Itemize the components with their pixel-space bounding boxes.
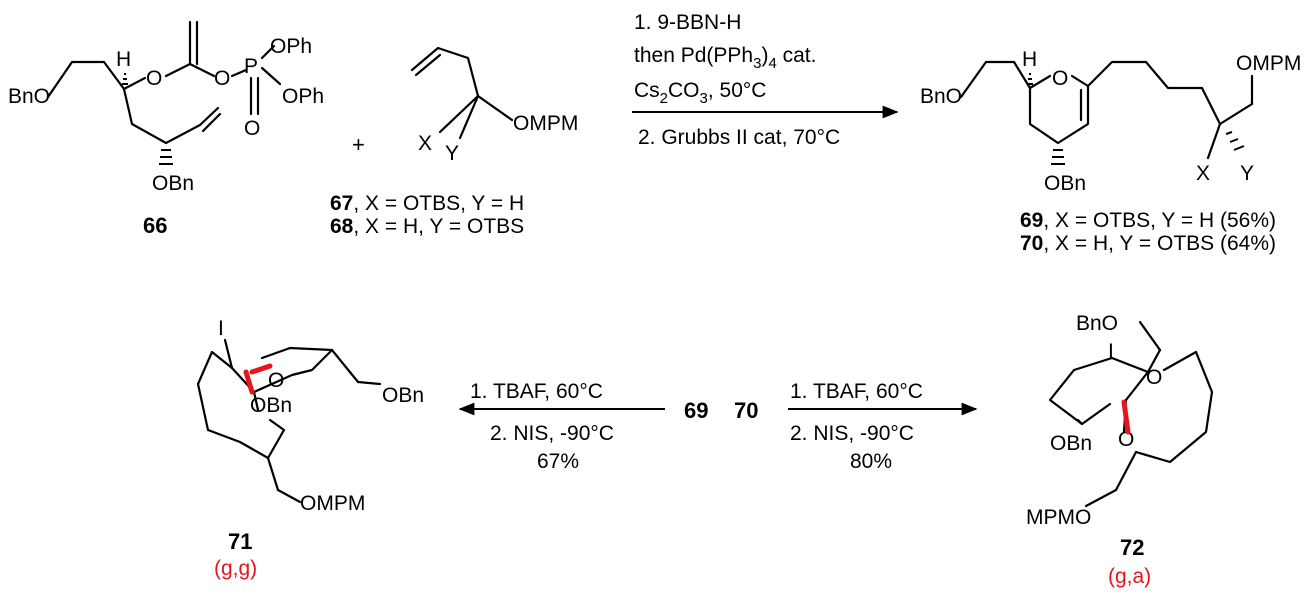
reagent-right-line1: 1. TBAF, 60°C [790, 380, 923, 403]
atom-obn-71b: OBn [250, 394, 292, 417]
reagent-left-line1: 1. TBAF, 60°C [470, 380, 603, 403]
atom-ompm-69: OMPM [1236, 52, 1301, 75]
atom-oph-66a: OPh [270, 35, 312, 58]
conformation-72: (g,a) [1108, 565, 1151, 588]
atom-obn-66: OBn [152, 172, 194, 195]
atom-bno-72: BnO [1076, 312, 1118, 335]
atom-obn-72: OBn [1050, 432, 1092, 455]
atom-h-66: H [116, 48, 131, 71]
reagent-left-line2: 2. NIS, -90°C [490, 422, 614, 445]
atom-o-66c: O [244, 117, 260, 140]
hashed-bond-66-obn [159, 149, 173, 165]
label-69-mid: 69 [684, 398, 708, 423]
atom-bno-66: BnO [8, 85, 50, 108]
highlighted-bond-72 [1121, 399, 1131, 435]
molecule-69-70: BnO H O OBn OMPM X Y 69, X = [920, 48, 1301, 255]
atom-x-69: X [1196, 162, 1210, 185]
atom-o-69: O [1052, 67, 1068, 90]
atom-p-66: P [244, 55, 258, 78]
label-69: 69, X = OTBS, Y = H (56%) [1020, 209, 1276, 232]
hashed-bond-69-h [1027, 73, 1033, 85]
atom-o-66b: O [214, 67, 230, 90]
reaction-arrow-1: 1. 9-BBN-H then Pd(PPh3)4 cat. Cs2CO3, 5… [632, 11, 899, 149]
atom-y-67: Y [445, 142, 459, 165]
label-67: 67, X = OTBS, Y = H [330, 192, 524, 215]
reagent-right-line2: 2. NIS, -90°C [790, 422, 914, 445]
atom-mpmo-72: MPMO [1026, 506, 1091, 529]
atom-ompm-71: OMPM [300, 492, 365, 515]
reagent-right-yield: 80% [850, 450, 892, 473]
reaction-arrow-right: 1. TBAF, 60°C 2. NIS, -90°C 80% [788, 380, 978, 473]
label-70-mid: 70 [734, 398, 758, 423]
atom-x-67: X [418, 132, 432, 155]
label-71: 71 [228, 529, 252, 554]
reagent-1-line2: then Pd(PPh3)4 cat. [634, 44, 816, 72]
atom-bno-69: BnO [920, 85, 962, 108]
atom-o-72b: O [1118, 428, 1134, 451]
conformation-71: (g,g) [214, 557, 257, 580]
molecule-72: BnO I O OBn O MPMO 72 (g,a) [1026, 312, 1214, 588]
atom-y-69: Y [1240, 162, 1254, 185]
plus-sign: + [352, 132, 365, 157]
molecule-71: I O OBn OBn OMPM 71 (g,g) [196, 317, 424, 580]
label-70: 70, X = H, Y = OTBS (64%) [1020, 232, 1276, 255]
atom-obn-69: OBn [1044, 172, 1086, 195]
atom-oph-66b: OPh [282, 85, 324, 108]
atom-i-71: I [218, 317, 224, 340]
hashed-bond-69-y [1225, 131, 1245, 151]
reagent-left-yield: 67% [537, 450, 579, 473]
atom-i-72: I [1108, 340, 1114, 363]
atom-ompm-67: OMPM [513, 112, 578, 135]
reagent-1-line4: 2. Grubbs II cat, 70°C [638, 126, 840, 149]
reaction-arrow-left: 1. TBAF, 60°C 2. NIS, -90°C 67% [458, 380, 665, 473]
label-68: 68, X = H, Y = OTBS [330, 215, 524, 238]
highlighted-bond-71 [243, 369, 255, 395]
hashed-bond-69-obn [1051, 149, 1065, 165]
label-66: 66 [143, 213, 167, 238]
label-72: 72 [1120, 535, 1144, 560]
atom-o-66a: O [146, 67, 162, 90]
atom-obn-71a: OBn [382, 384, 424, 407]
molecule-66: BnO H O O P OPh OPh O [8, 20, 324, 238]
atom-o-71: O [268, 369, 284, 392]
atom-o-72a: O [1146, 366, 1162, 389]
atom-h-69: H [1022, 48, 1037, 71]
reagent-1-line3: Cs2CO3, 50°C [634, 79, 766, 107]
hashed-bond-66-h [122, 73, 128, 85]
molecule-67-68: Y X OMPM 67, X = OTBS, Y = H 68, X = H, … [330, 46, 578, 238]
reagent-1-line1: 1. 9-BBN-H [634, 11, 741, 34]
